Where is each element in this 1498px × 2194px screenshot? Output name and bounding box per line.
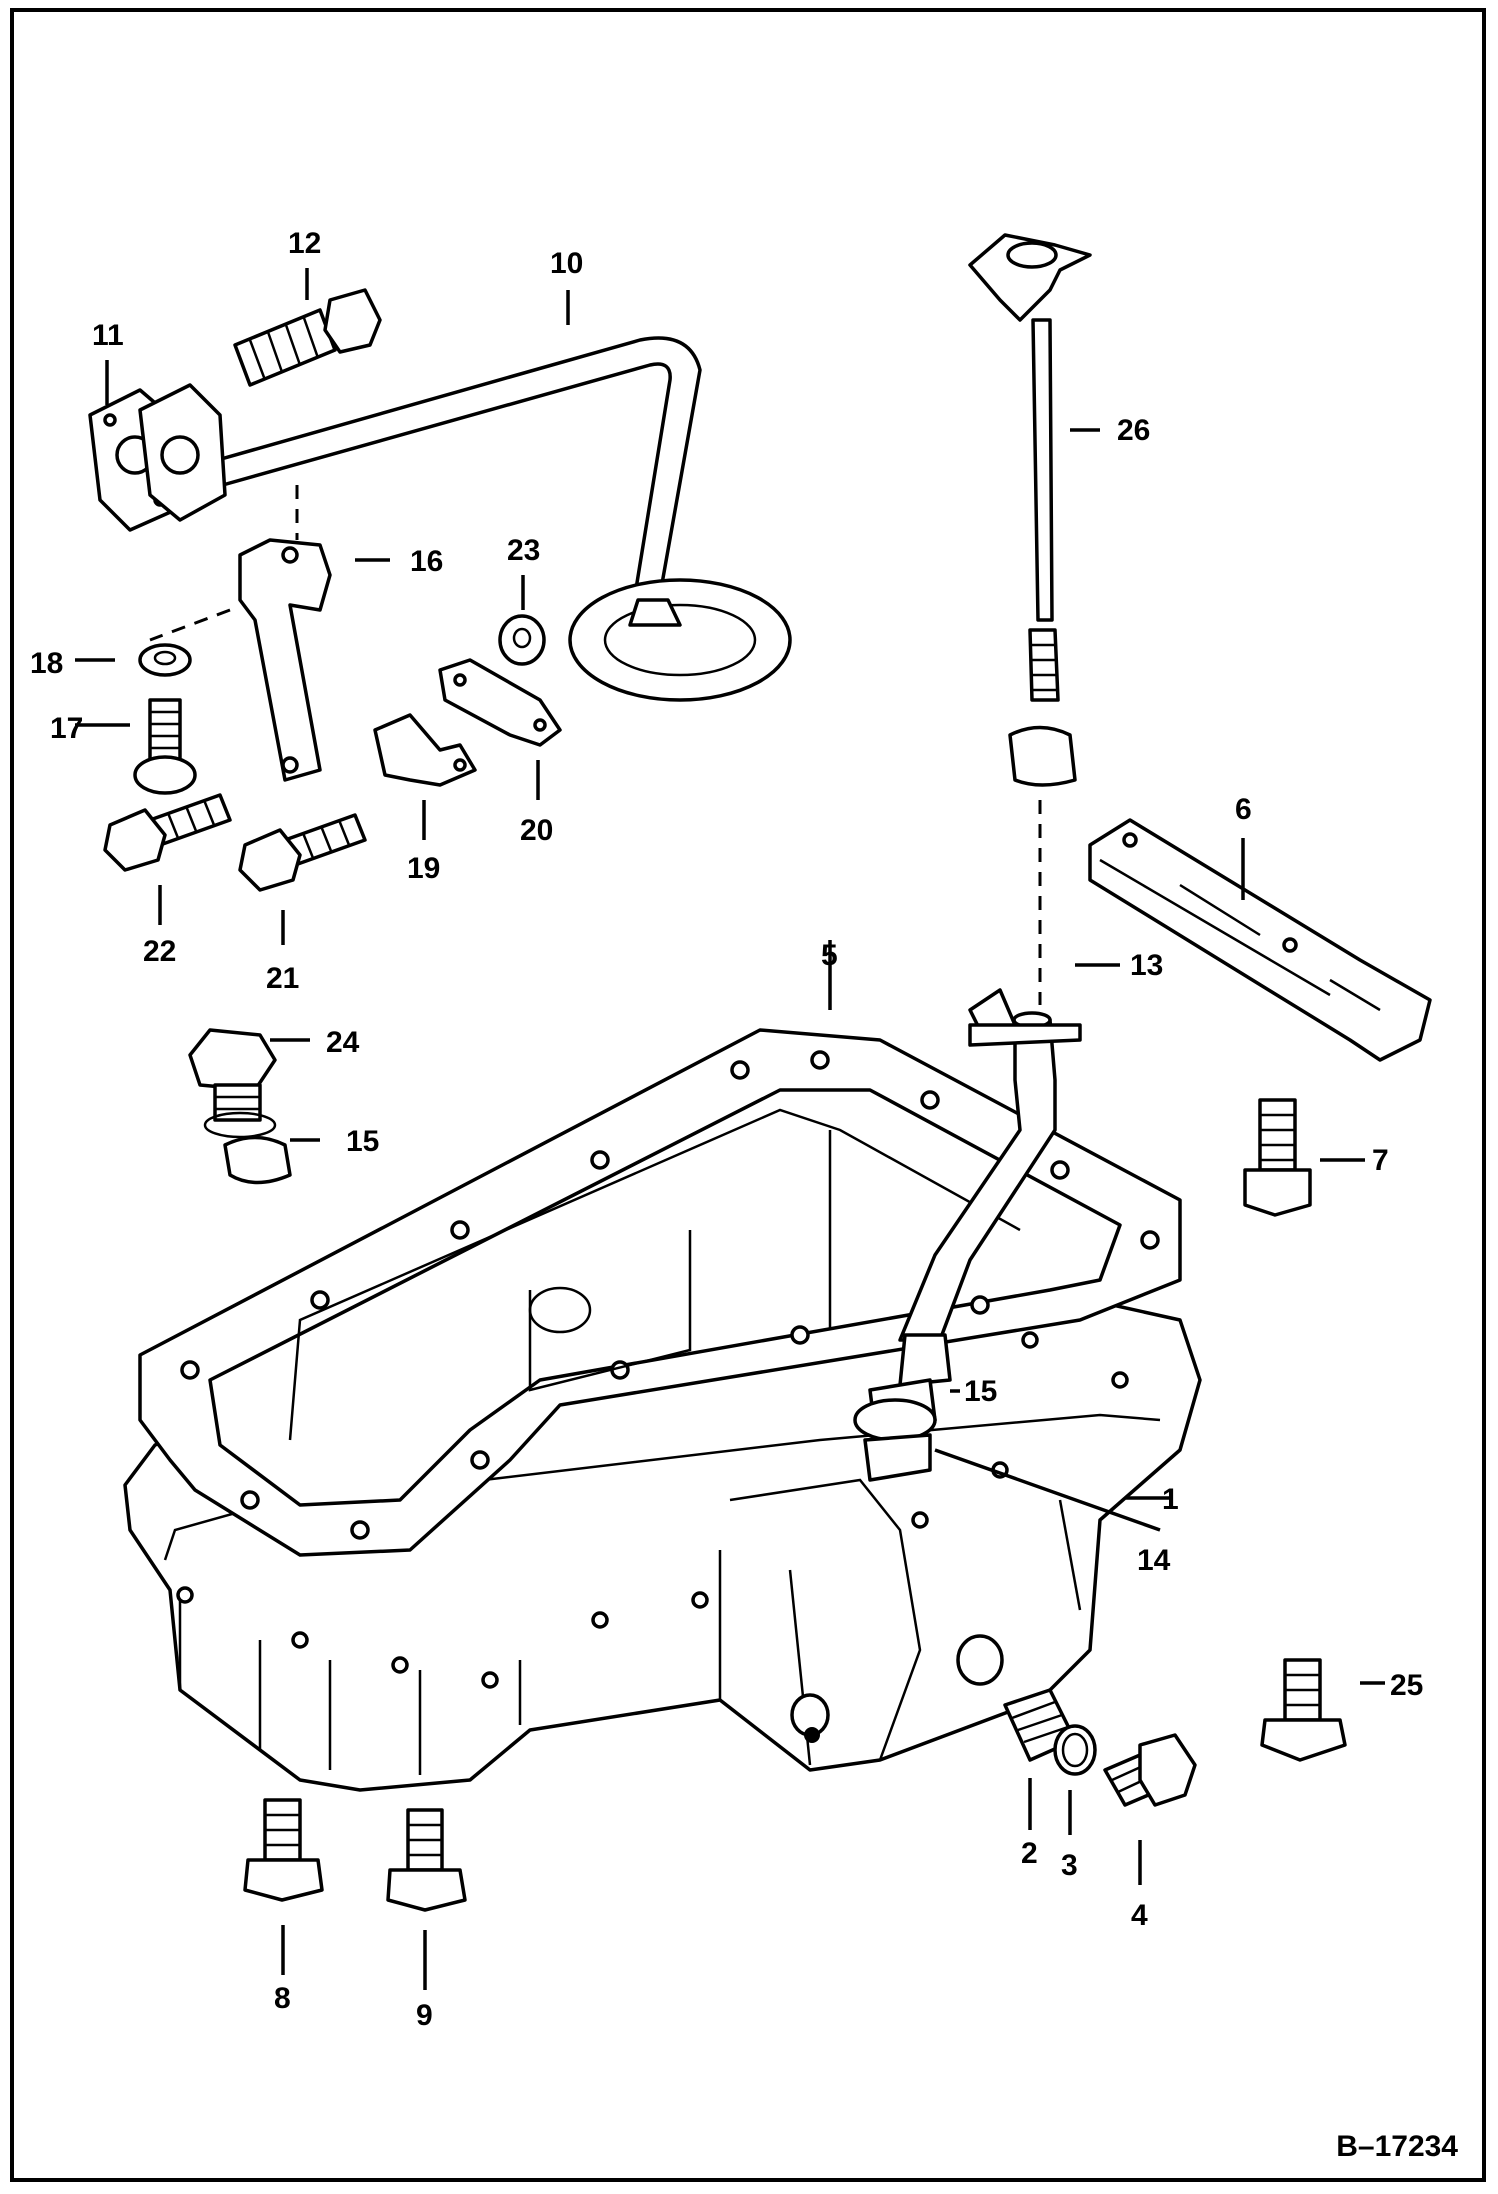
callout-1: 1 xyxy=(1162,1483,1179,1516)
callout-23: 23 xyxy=(507,534,540,567)
callout-19: 19 xyxy=(407,852,440,885)
tube-flange-gasket-part xyxy=(88,383,227,532)
figure-id-label: B–17234 xyxy=(1336,2130,1458,2163)
grommet-23-part xyxy=(498,614,546,666)
oil-pickup-tube-part xyxy=(198,336,792,702)
bolt-12-part xyxy=(233,288,382,387)
bolt-8-part xyxy=(243,1798,324,1902)
callout-5: 5 xyxy=(821,939,838,972)
lock-washer-part xyxy=(138,643,192,677)
callout-10: 10 xyxy=(550,247,583,280)
dipstick-part xyxy=(968,233,1092,702)
drain-plug-4-part xyxy=(1103,1733,1197,1807)
callout-12: 12 xyxy=(288,227,321,260)
callout-16: 16 xyxy=(410,545,443,578)
bolt-9-part xyxy=(386,1808,467,1912)
callout-24: 24 xyxy=(326,1026,360,1059)
callout-22: 22 xyxy=(143,935,176,968)
bolt-17-part xyxy=(133,698,197,795)
cover-plate-6-part xyxy=(1088,818,1432,1062)
gasket-bolt-holes xyxy=(180,1050,1160,1540)
callout-25: 25 xyxy=(1390,1669,1423,1702)
bolt-22-part xyxy=(103,793,232,872)
callout-3: 3 xyxy=(1061,1849,1078,1882)
o-ring-3-part xyxy=(1053,1724,1097,1776)
support-bracket-part xyxy=(238,538,332,782)
leader-lines xyxy=(75,268,1385,1990)
callout-15-upper: 15 xyxy=(964,1375,997,1408)
diagram-border xyxy=(10,8,1486,2182)
drain-plug-24-part xyxy=(188,1028,277,1139)
callout-18: 18 xyxy=(30,647,63,680)
callout-4: 4 xyxy=(1131,1899,1148,1932)
callout-20: 20 xyxy=(520,814,553,847)
leader-dash xyxy=(149,608,231,642)
bolt-25-part xyxy=(1260,1658,1347,1762)
callout-9: 9 xyxy=(416,1999,433,2032)
callout-26: 26 xyxy=(1117,414,1150,447)
dipstick-seal-part xyxy=(1008,725,1077,787)
callout-13: 13 xyxy=(1130,949,1163,982)
callout-8: 8 xyxy=(274,1982,291,2015)
bolt-7-part xyxy=(1243,1098,1312,1217)
tube-fitting-part xyxy=(853,1333,952,1482)
callout-14: 14 xyxy=(1137,1544,1171,1577)
plate-20-part xyxy=(438,658,562,747)
clamp-19-part xyxy=(373,713,477,787)
pan-interior xyxy=(288,1108,1021,1441)
oil-pan-gasket-part xyxy=(138,1028,1182,1557)
callout-2: 2 xyxy=(1021,1837,1038,1870)
callout-labels: 1 2 3 4 5 6 7 8 9 10 11 12 13 14 15 15 1… xyxy=(30,227,1423,2032)
callout-11: 11 xyxy=(92,319,124,352)
callout-21: 21 xyxy=(266,962,299,995)
callout-15-lower: 15 xyxy=(346,1125,379,1158)
callout-17: 17 xyxy=(50,712,83,745)
bolt-21-part xyxy=(238,813,367,892)
callout-7: 7 xyxy=(1372,1144,1389,1177)
callout-6: 6 xyxy=(1235,793,1252,826)
strainer-15-part xyxy=(223,1135,292,1185)
